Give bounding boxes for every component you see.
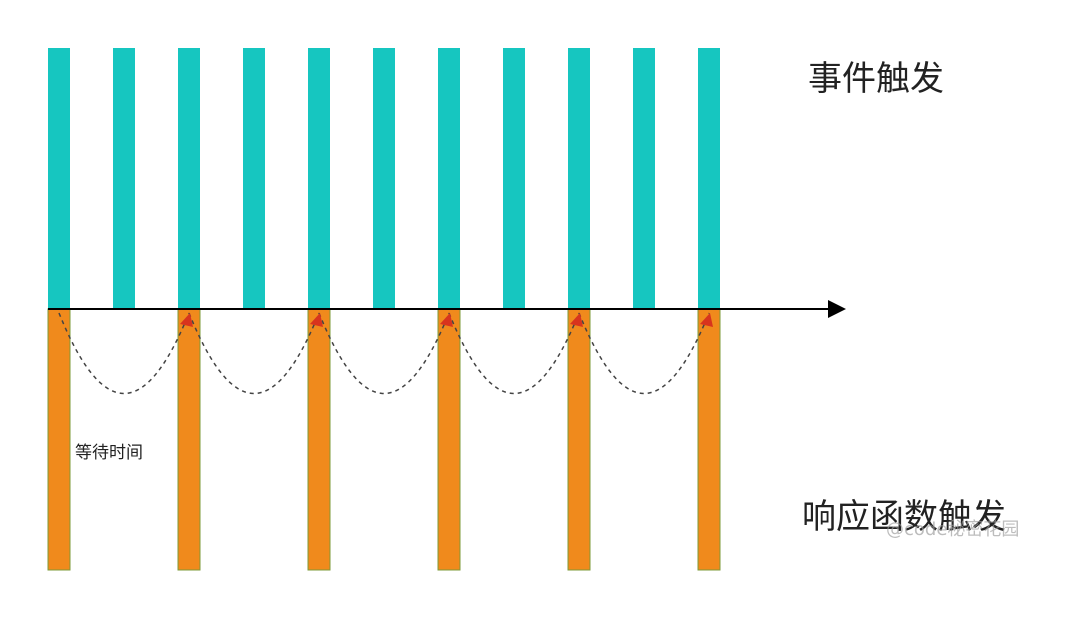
response-bar [567, 308, 591, 571]
event-bar [633, 48, 655, 309]
trigger-arrow-icon [700, 313, 713, 327]
event-bar [178, 48, 200, 309]
response-bar [47, 308, 71, 571]
wait-curve [188, 312, 320, 394]
trigger-arrow-icon [440, 313, 453, 327]
trigger-arrow-icon [310, 313, 323, 327]
response-bar [307, 308, 331, 571]
trigger-arrow-icon [180, 313, 193, 327]
event-bar [373, 48, 395, 309]
wait-curve [578, 312, 710, 394]
event-trigger-label: 事件触发 [808, 59, 944, 99]
wait-curve [448, 312, 580, 394]
trigger-arrows-group [180, 313, 713, 327]
response-bar [177, 308, 201, 571]
wait-time-label: 等待时间 [75, 443, 143, 463]
event-bar [113, 48, 135, 309]
watermark-text: @code秘密花园 [886, 519, 1019, 540]
wait-curves-group [58, 312, 710, 394]
event-bars-group [48, 48, 720, 309]
event-bar [568, 48, 590, 309]
event-bar [438, 48, 460, 309]
wait-curve [318, 312, 450, 394]
event-bar [48, 48, 70, 309]
response-bar [437, 308, 461, 571]
response-bar [697, 308, 721, 571]
event-bar [308, 48, 330, 309]
event-bar [503, 48, 525, 309]
event-bar [698, 48, 720, 309]
event-bar [243, 48, 265, 309]
response-bars-group [47, 308, 721, 571]
response-trigger-label: 响应函数触发 [802, 497, 1006, 537]
wait-curve [58, 312, 190, 394]
trigger-arrow-icon [570, 313, 583, 327]
timeline-arrowhead [828, 300, 846, 318]
